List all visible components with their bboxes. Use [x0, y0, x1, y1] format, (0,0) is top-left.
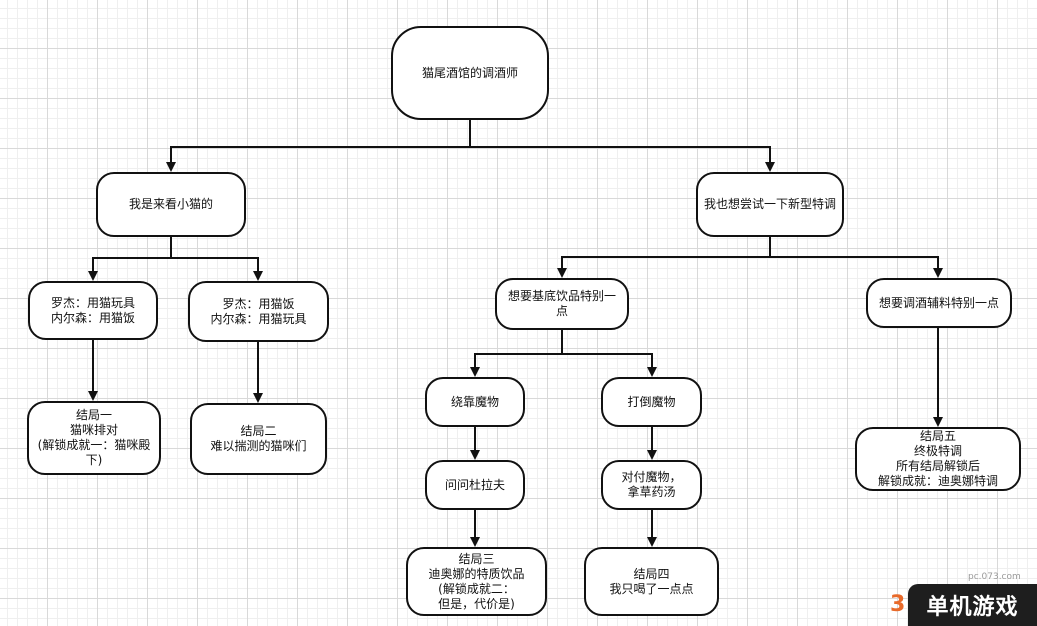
- node-ending4[interactable]: 结局四 我只喝了一点点: [584, 547, 719, 616]
- node-ending3[interactable]: 结局三 迪奥娜的特质饮品 (解锁成就二： 但是，代价是): [406, 547, 547, 616]
- node-ending5[interactable]: 结局五 终极特调 所有结局解锁后 解锁成就：迪奥娜特调: [855, 427, 1021, 491]
- node-base-drink[interactable]: 想要基底饮品特别一点: [495, 278, 629, 330]
- node-ending1[interactable]: 结局一 猫咪排对 (解锁成就一：猫咪殿下): [27, 401, 161, 475]
- edge-see-cat-to-rojie-food: [171, 257, 263, 281]
- node-root[interactable]: 猫尾酒馆的调酒师: [391, 26, 549, 120]
- node-defeat[interactable]: 打倒魔物: [601, 377, 702, 427]
- watermark-badge: 单机游戏: [908, 584, 1037, 626]
- node-see-cat[interactable]: 我是来看小猫的: [96, 172, 246, 237]
- edge-base-to-bypass: [470, 330, 563, 377]
- edge-try-new-to-aux: [770, 256, 943, 278]
- node-ask-dulafu[interactable]: 问问杜拉夫: [425, 460, 525, 510]
- edge-root-to-see-cat: [166, 120, 471, 172]
- edge-base-to-defeat: [562, 353, 657, 377]
- edge-root-to-try-new: [470, 146, 775, 172]
- watermark-number: 3: [890, 592, 906, 617]
- node-bypass[interactable]: 绕靠魔物: [425, 377, 525, 427]
- watermark-brand: 单机游戏: [926, 595, 1019, 620]
- node-try-new[interactable]: 我也想尝试一下新型特调: [696, 172, 844, 237]
- watermark-url: pc.073.com: [968, 572, 1021, 582]
- edge-try-new-to-base: [557, 237, 771, 278]
- node-deal-monster[interactable]: 对付魔物， 拿草药汤: [601, 460, 702, 510]
- node-ending2[interactable]: 结局二 难以揣测的猫咪们: [190, 403, 327, 475]
- edge-see-cat-to-rojie-toy: [88, 237, 172, 281]
- node-rojie-food[interactable]: 罗杰：用猫饭 内尔森：用猫玩具: [188, 281, 329, 342]
- node-aux[interactable]: 想要调酒辅料特别一点: [866, 278, 1012, 328]
- node-rojie-toy[interactable]: 罗杰：用猫玩具 内尔森：用猫饭: [28, 281, 158, 340]
